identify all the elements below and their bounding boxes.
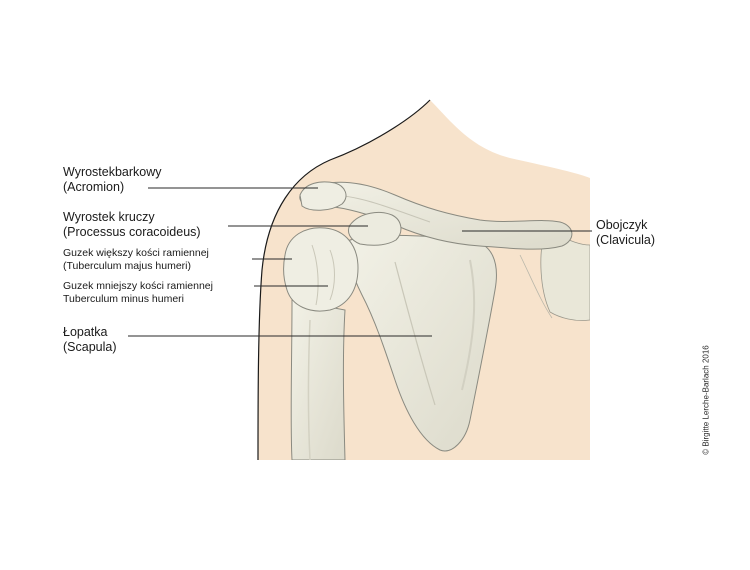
- label-clavicle-line2: (Clavicula): [596, 233, 656, 248]
- coracoid-bone: [347, 212, 402, 246]
- label-lesser-tubercle-line2: Tuberculum minus humeri: [63, 292, 184, 305]
- leader-lines: [128, 187, 592, 337]
- label-coracoid-line1: Wyrostek kruczy: [63, 210, 155, 224]
- copyright-text: © Birgitte Lerche-Barlach 2016: [701, 345, 711, 455]
- label-coracoid: Wyrostek kruczy (Processus coracoideus): [63, 210, 201, 241]
- acromion-bone: [299, 181, 347, 211]
- label-scapula: Łopatka (Scapula): [63, 325, 117, 356]
- label-acromion-line2: (Acromion): [63, 180, 125, 195]
- label-greater-tubercle-line1: Guzek większy kości ramiennej: [63, 247, 209, 259]
- label-greater-tubercle-line2: (Tuberculum majus humeri): [63, 259, 191, 272]
- label-acromion-line1: Wyrostekbarkowy: [63, 165, 162, 179]
- label-acromion: Wyrostekbarkowy (Acromion): [63, 165, 162, 196]
- label-lesser-tubercle: Guzek mniejszy kości ramiennej Tuberculu…: [63, 280, 213, 306]
- humerus-bone: [283, 227, 359, 460]
- label-lesser-tubercle-line1: Guzek mniejszy kości ramiennej: [63, 280, 213, 292]
- label-clavicle-line1: Obojczyk: [596, 218, 648, 232]
- label-greater-tubercle: Guzek większy kości ramiennej (Tuberculu…: [63, 247, 209, 273]
- label-coracoid-line2: (Processus coracoideus): [63, 225, 201, 240]
- label-scapula-line1: Łopatka: [63, 325, 108, 339]
- label-scapula-line2: (Scapula): [63, 340, 117, 355]
- label-clavicle: Obojczyk (Clavicula): [596, 218, 655, 249]
